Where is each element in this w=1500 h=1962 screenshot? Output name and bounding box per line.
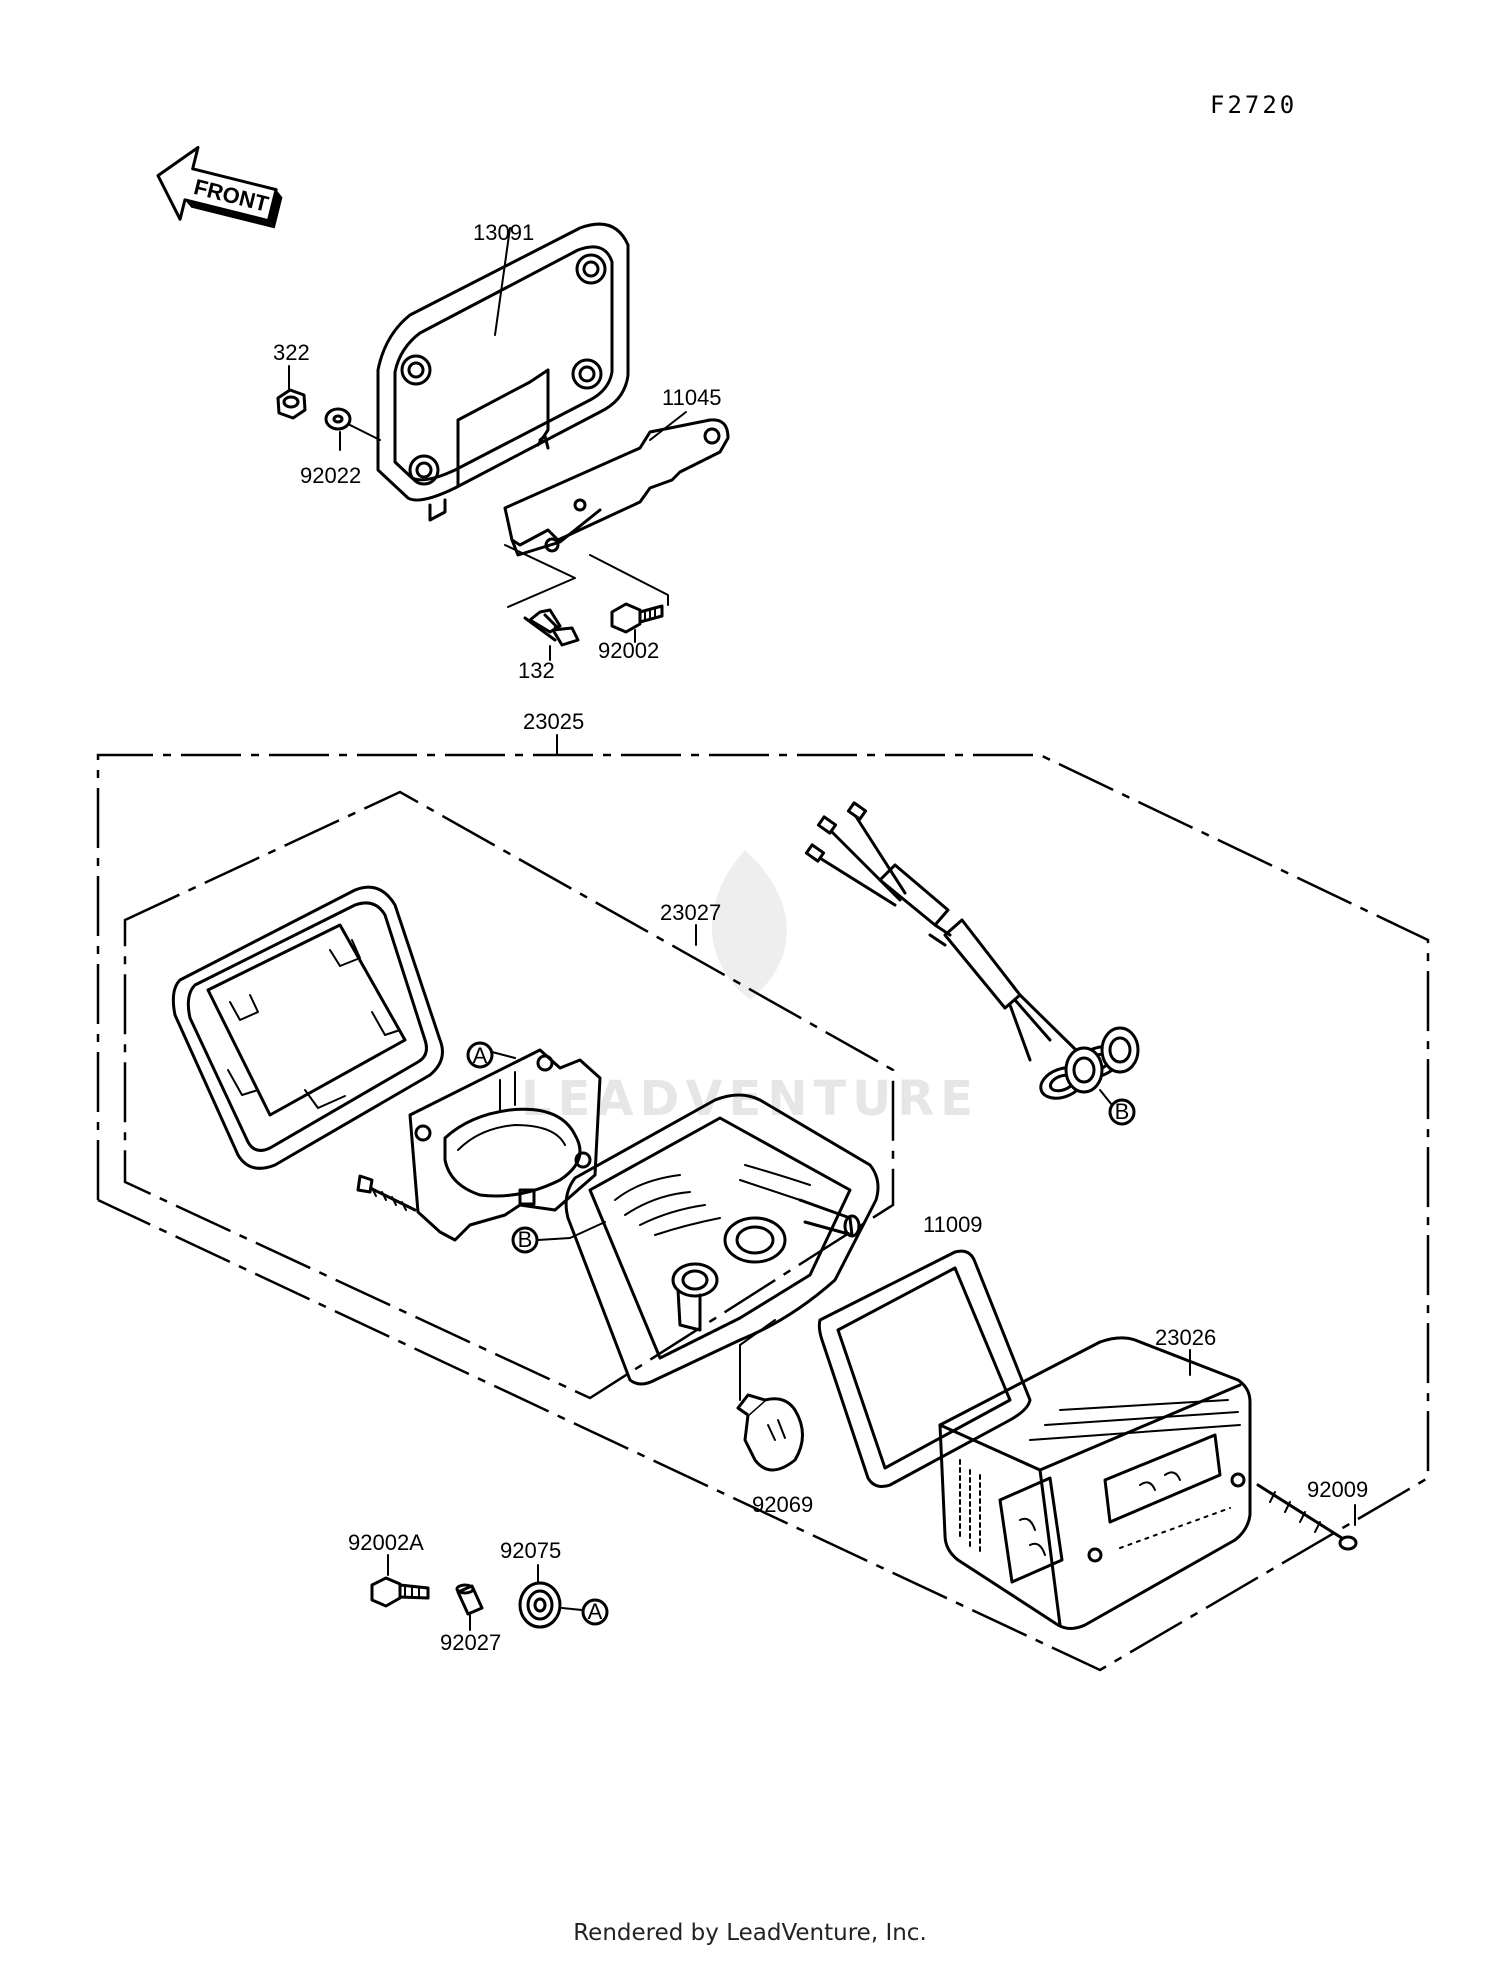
grommet-92075 bbox=[518, 1564, 583, 1629]
lens-23026 bbox=[938, 1336, 1252, 1630]
label-23026: 23026 bbox=[1155, 1325, 1216, 1350]
wire-harness bbox=[804, 801, 1140, 1106]
collar-92027 bbox=[455, 1583, 484, 1631]
label-11045: 11045 bbox=[662, 385, 722, 410]
label-92009: 92009 bbox=[1307, 1477, 1368, 1502]
label-23025: 23025 bbox=[523, 709, 584, 734]
callout-b-label-2: B bbox=[1115, 1099, 1130, 1124]
screw-92009 bbox=[1256, 1483, 1358, 1551]
label-132: 132 bbox=[518, 658, 555, 683]
bracket-11045 bbox=[503, 418, 730, 557]
license-bracket-13091 bbox=[376, 222, 630, 522]
watermark: LEADVENTURE bbox=[521, 850, 979, 1127]
inner-outline-23027 bbox=[123, 790, 895, 1400]
mounting-plate bbox=[408, 1048, 602, 1242]
label-92027: 92027 bbox=[440, 1630, 501, 1655]
label-23027: 23027 bbox=[660, 900, 721, 925]
front-arrow-icon: FRONT bbox=[156, 145, 283, 229]
tail-lamp-housing bbox=[564, 1093, 880, 1386]
lens-bezel-frame bbox=[171, 885, 444, 1170]
part-labels: 13091 322 92022 11045 132 92002 23025 23… bbox=[273, 220, 1368, 1655]
bolt-92002 bbox=[610, 602, 664, 634]
callout-a-label-2: A bbox=[588, 1599, 603, 1624]
upper-leader-lines bbox=[288, 227, 687, 661]
washer-92022 bbox=[324, 407, 381, 441]
watermark-text: LEADVENTURE bbox=[521, 1071, 979, 1127]
gasket-11009 bbox=[817, 1249, 1032, 1488]
bolt-92002A bbox=[370, 1554, 430, 1608]
screw-plate bbox=[356, 1174, 417, 1212]
callout-b-housing: B bbox=[511, 1221, 606, 1254]
label-92022: 92022 bbox=[300, 463, 361, 488]
label-92002: 92002 bbox=[598, 638, 659, 663]
callout-a-plate: A bbox=[466, 1041, 516, 1069]
bulb-92069 bbox=[736, 1319, 804, 1472]
nut-322 bbox=[276, 388, 307, 420]
label-92075: 92075 bbox=[500, 1538, 561, 1563]
bolt-132 bbox=[523, 608, 580, 647]
assembly-outline-23025 bbox=[96, 734, 1430, 1672]
label-13091: 13091 bbox=[473, 220, 534, 245]
callout-a-grommet: A bbox=[581, 1598, 609, 1626]
callout-b-label-1: B bbox=[518, 1227, 533, 1252]
label-92069: 92069 bbox=[752, 1492, 813, 1517]
callout-a-label-1: A bbox=[473, 1043, 488, 1068]
label-11009: 11009 bbox=[923, 1212, 983, 1237]
footer-credit: Rendered by LeadVenture, Inc. bbox=[573, 1920, 927, 1946]
callout-b-harness: B bbox=[1108, 1098, 1136, 1126]
label-92002A: 92002A bbox=[348, 1530, 424, 1555]
label-322: 322 bbox=[273, 340, 310, 365]
diagram-code: F2720 bbox=[1210, 91, 1297, 119]
